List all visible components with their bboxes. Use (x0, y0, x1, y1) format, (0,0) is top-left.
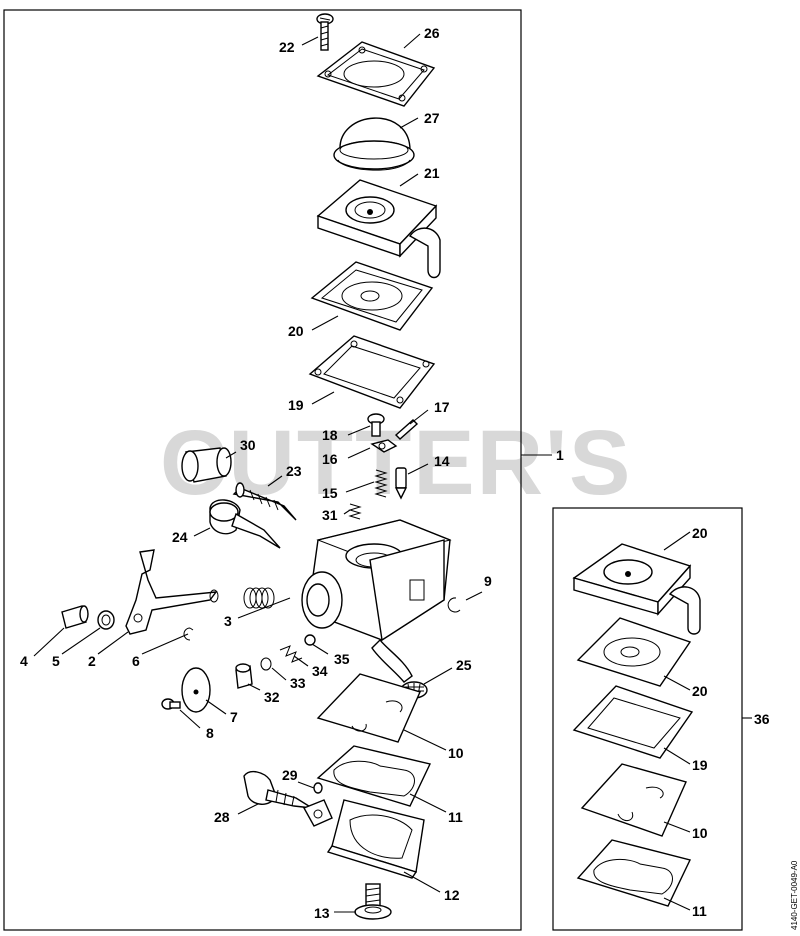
spring-34-icon (279, 645, 303, 663)
kit-callout-10: 10 (692, 825, 708, 841)
inlet-needle-14-icon (394, 467, 408, 500)
screw-13-icon (354, 883, 392, 920)
drawing-code: 4140-GET-0049-A0 (790, 860, 799, 930)
screw-8-icon (161, 698, 181, 710)
o-ring-33-icon (260, 657, 272, 671)
callout-33: 33 (290, 675, 306, 691)
screw-18-icon (367, 413, 385, 437)
kit-callout-20-top: 20 (692, 525, 708, 541)
callout-17: 17 (434, 399, 450, 415)
callout-15: 15 (322, 485, 338, 501)
limiter-cap-30-icon (181, 447, 232, 483)
callout-5: 5 (52, 653, 60, 669)
kit-callout-20: 20 (692, 683, 708, 699)
kit-frame (552, 507, 743, 931)
fixed-jet-28-icon (243, 770, 313, 809)
callout-23: 23 (286, 463, 302, 479)
callout-13: 13 (314, 905, 330, 921)
callout-24: 24 (172, 529, 188, 545)
callout-34: 34 (312, 663, 328, 679)
spring-15-icon (374, 469, 388, 498)
callout-32: 32 (264, 689, 280, 705)
callout-4: 4 (20, 653, 28, 669)
callout-1: 1 (556, 447, 564, 463)
throttle-plate-7-icon (181, 667, 211, 713)
callout-22: 22 (279, 39, 295, 55)
adjusting-screw-24-icon (209, 499, 281, 549)
spring-3-icon (243, 587, 275, 609)
callout-29: 29 (282, 767, 298, 783)
kit-pump-cover-20-icon (572, 543, 701, 635)
circlip-9-icon (447, 597, 461, 613)
nut-4-icon (61, 605, 89, 629)
gasket-19-icon (308, 335, 436, 409)
primer-bulb-27-icon (333, 117, 415, 171)
callout-20: 20 (288, 323, 304, 339)
kit-gasket-11-icon (576, 839, 691, 907)
callout-16: 16 (322, 451, 338, 467)
callout-36: 36 (754, 711, 770, 727)
callout-labels: 22 26 27 21 20 19 17 18 16 30 14 15 1 23… (20, 25, 770, 921)
spring-31-icon (348, 503, 362, 520)
callout-35: 35 (334, 651, 350, 667)
kit-gasket-19-icon (572, 685, 694, 759)
ring-35-icon (304, 634, 316, 646)
callout-6: 6 (132, 653, 140, 669)
pin-29-icon (313, 782, 323, 794)
metering-diaphragm-10-icon (316, 673, 421, 743)
throttle-shaft-2-icon (125, 549, 219, 635)
callout-10: 10 (448, 745, 464, 761)
callout-8: 8 (206, 725, 214, 741)
callout-31: 31 (322, 507, 338, 523)
callout-2: 2 (88, 653, 96, 669)
plug-32-icon (235, 663, 253, 689)
kit-callout-19: 19 (692, 757, 708, 773)
callout-21: 21 (424, 165, 440, 181)
main-frame (3, 9, 522, 931)
callout-7: 7 (230, 709, 238, 725)
inlet-lever-16-icon (370, 439, 398, 453)
callout-28: 28 (214, 809, 230, 825)
leader-lines (33, 33, 752, 913)
kit-metering-diaphragm-10-icon (580, 763, 687, 837)
callout-14: 14 (434, 453, 450, 469)
end-cover-12-icon (303, 799, 425, 879)
callout-18: 18 (322, 427, 338, 443)
washer-5-icon (97, 610, 115, 630)
kit-diaphragm-20-icon (576, 617, 692, 687)
callout-3: 3 (224, 613, 232, 629)
diaphragm-20-icon (310, 261, 434, 331)
callout-27: 27 (424, 110, 440, 126)
adjusting-screw-23-icon (232, 482, 297, 521)
callout-9: 9 (484, 573, 492, 589)
callout-25: 25 (456, 657, 472, 673)
pump-cover-21-icon (316, 179, 441, 279)
callout-11: 11 (448, 809, 463, 825)
kit-callout-11: 11 (692, 903, 707, 919)
gasket-11-icon (316, 745, 432, 807)
callout-19: 19 (288, 397, 304, 413)
pin-17-icon (394, 419, 419, 440)
screw-22-icon (316, 13, 334, 51)
cover-plate-26-icon (316, 41, 436, 107)
callout-30: 30 (240, 437, 256, 453)
callout-26: 26 (424, 25, 440, 41)
carburetor-body-icon (301, 519, 452, 683)
callout-12: 12 (444, 887, 460, 903)
circlip-6-icon (183, 627, 194, 641)
